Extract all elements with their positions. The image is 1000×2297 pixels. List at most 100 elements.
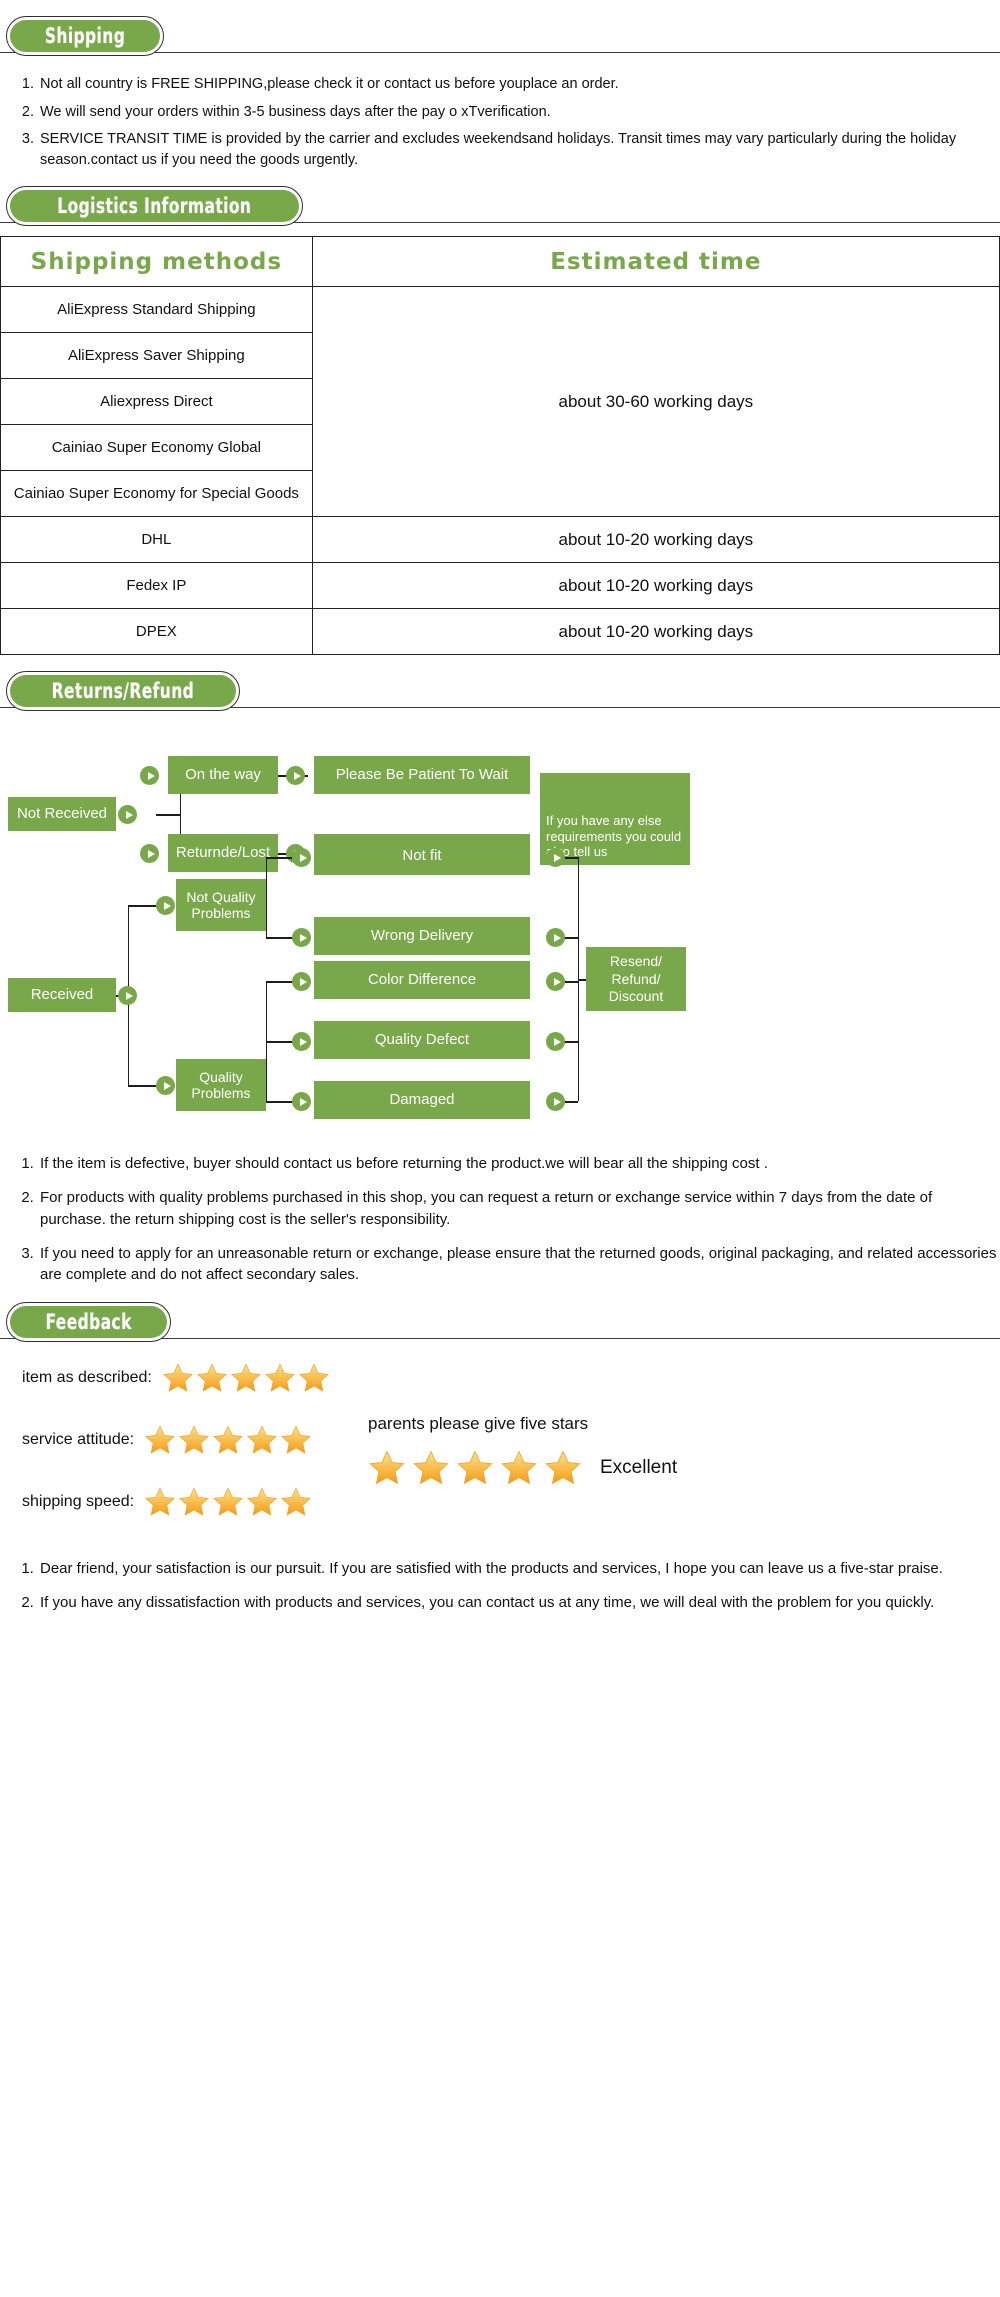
flow-connector <box>156 814 180 816</box>
list-item: Not all country is FREE SHIPPING,please … <box>38 74 1000 95</box>
star-icon <box>298 1363 329 1392</box>
table-row: Cainiao Super Economy for Special Goods <box>0 470 1000 518</box>
cell-method: Cainiao Super Economy Global <box>0 424 313 472</box>
rating-row-shipping-speed: shipping speed: <box>22 1486 314 1518</box>
arrow-icon <box>292 848 311 868</box>
cell-method: DHL <box>0 516 313 564</box>
flow-connector <box>266 857 298 859</box>
rating-label: item as described: <box>22 1369 152 1387</box>
flow-node-any-else-requirements: If you have any else requirements you co… <box>540 773 690 866</box>
feedback-notes-list: Dear friend, your satisfaction is our pu… <box>0 1558 1000 1614</box>
flow-node-not-received: Not Received <box>8 797 116 832</box>
logistics-title: Logistics Information <box>57 194 252 219</box>
arrow-icon <box>140 844 159 864</box>
flow-node-not-quality-problems: Not Quality Problems <box>176 879 266 932</box>
table-row: AliExpress Standard Shipping about 30-60… <box>0 286 1000 518</box>
cell-method: Fedex IP <box>0 562 313 610</box>
flow-connector <box>180 775 182 854</box>
section-banner-shipping: Shipping <box>6 16 165 56</box>
star-icon <box>179 1425 209 1454</box>
list-item: If you have any dissatisfaction with pro… <box>38 1592 1000 1614</box>
cell-method: AliExpress Saver Shipping <box>0 332 313 380</box>
star-icon <box>247 1487 277 1516</box>
table-row: DHL about 10-20 working days <box>0 516 1000 564</box>
feedback-banner-row: Feedback <box>0 1300 1000 1346</box>
star-icon <box>281 1425 311 1454</box>
flow-node-quality-defect: Quality Defect <box>314 1021 530 1060</box>
list-item: Dear friend, your satisfaction is our pu… <box>38 1558 1000 1580</box>
returns-flow-diagram: Not Received On the way Please Be Patien… <box>0 729 1000 1139</box>
logistics-banner-row: Logistics Information <box>0 184 1000 230</box>
cell-estimated-time-grouped: about 30-60 working days <box>311 286 1000 518</box>
table-header-row: Shipping methods Estimated time <box>0 236 1000 288</box>
flow-connector <box>266 1101 298 1103</box>
flow-node-quality-problems: Quality Problems <box>176 1059 266 1112</box>
flow-connector <box>558 857 578 859</box>
star-icon <box>145 1425 175 1454</box>
rating-label: shipping speed: <box>22 1493 135 1511</box>
feedback-ratings-area: item as described: service attitude: shi… <box>0 1354 1000 1544</box>
returns-banner-row: Returns/Refund <box>0 669 1000 715</box>
returns-notes-list: If the item is defective, buyer should c… <box>0 1153 1000 1286</box>
flow-node-received: Received <box>8 978 116 1013</box>
arrow-icon <box>156 1076 175 1096</box>
returns-title: Returns/Refund <box>51 679 195 704</box>
flow-node-please-be-patient: Please Be Patient To Wait <box>314 756 530 795</box>
flow-node-damaged: Damaged <box>314 1081 530 1120</box>
arrow-icon <box>292 1092 311 1112</box>
arrow-icon <box>292 972 311 992</box>
feedback-side-heading: parents please give five stars <box>368 1414 589 1434</box>
flow-connector <box>558 981 578 983</box>
arrow-icon <box>546 848 565 868</box>
section-banner-logistics: Logistics Information <box>6 186 303 227</box>
flow-connector <box>558 1101 578 1103</box>
shipping-banner-row: Shipping <box>0 14 1000 60</box>
list-item: If you need to apply for an unreasonable… <box>38 1243 1000 1287</box>
flow-node-not-fit: Not fit <box>314 837 530 876</box>
shipping-title: Shipping <box>44 24 126 48</box>
star-icon <box>457 1450 493 1485</box>
flow-connector <box>266 857 268 938</box>
star-icon <box>196 1363 227 1392</box>
flow-connector <box>266 981 298 983</box>
arrow-icon <box>546 928 565 948</box>
flow-connector <box>558 937 578 939</box>
arrow-icon <box>546 1092 565 1112</box>
star-rating[interactable] <box>144 1486 314 1518</box>
table-row: AliExpress Saver Shipping <box>0 332 1000 380</box>
column-header-estimated-time: Estimated time <box>311 236 1000 288</box>
feedback-side-caption: Excellent <box>600 1457 678 1479</box>
rating-row-service-attitude: service attitude: <box>22 1424 314 1456</box>
list-item: If the item is defective, buyer should c… <box>38 1153 1000 1175</box>
star-rating[interactable] <box>162 1362 332 1394</box>
rating-row-item-as-described: item as described: <box>22 1362 332 1394</box>
flow-connector <box>266 937 298 939</box>
arrow-icon <box>156 896 175 916</box>
flow-connector <box>266 1041 298 1043</box>
table-row: Aliexpress Direct <box>0 378 1000 426</box>
star-rating[interactable] <box>368 1449 588 1487</box>
column-header-shipping-methods: Shipping methods <box>0 236 313 288</box>
arrow-icon <box>546 1032 565 1052</box>
section-banner-returns: Returns/Refund <box>6 671 240 712</box>
list-item: We will send your orders within 3-5 busi… <box>38 102 1000 123</box>
flow-node-resend-refund-discount: Resend/ Refund/ Discount <box>586 947 686 1012</box>
star-icon <box>213 1487 243 1516</box>
list-item: SERVICE TRANSIT TIME is provided by the … <box>38 129 1000 170</box>
arrow-icon <box>286 766 305 786</box>
flow-node-color-difference: Color Difference <box>314 961 530 1000</box>
star-icon <box>213 1425 243 1454</box>
flow-connector <box>128 1085 156 1087</box>
arrow-icon <box>546 972 565 992</box>
star-rating[interactable] <box>144 1424 314 1456</box>
section-banner-feedback: Feedback <box>6 1302 172 1343</box>
cell-estimated-time: about 10-20 working days <box>311 516 1000 564</box>
arrow-icon <box>292 1032 311 1052</box>
star-icon <box>179 1487 209 1516</box>
flow-node-on-the-way: On the way <box>168 756 278 795</box>
feedback-side-rating: Excellent <box>368 1449 677 1487</box>
flow-node-returnde-lost: Returnde/Lost <box>168 834 278 873</box>
product-detail-page: Shipping Not all country is FREE SHIPPIN… <box>0 14 1000 1614</box>
table-row: DPEX about 10-20 working days <box>0 608 1000 656</box>
flow-node-wrong-delivery: Wrong Delivery <box>314 917 530 956</box>
